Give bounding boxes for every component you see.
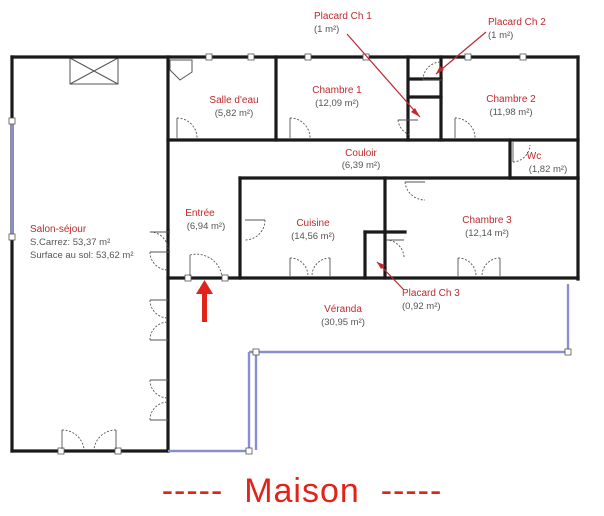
callout-placard1-arrowhead bbox=[411, 108, 420, 117]
room-entree-name: Entrée bbox=[185, 208, 215, 219]
room-salle-eau-area: (5,82 m²) bbox=[215, 108, 254, 119]
callout-placard3-name: Placard Ch 3 bbox=[402, 288, 460, 299]
entrance-arrow-icon bbox=[196, 280, 213, 322]
callout-placard2-arrowhead bbox=[436, 66, 444, 74]
callout-placard1-name: Placard Ch 1 bbox=[314, 11, 372, 22]
room-wc-area: (1,82 m²) bbox=[529, 164, 568, 175]
room-salle-eau-name: Salle d'eau bbox=[209, 95, 258, 106]
room-chambre2-area: (11,98 m²) bbox=[489, 107, 532, 118]
room-veranda-area: (30,95 m²) bbox=[321, 317, 365, 328]
callout-placard1-area: (1 m²) bbox=[314, 24, 339, 35]
room-couloir-name: Couloir bbox=[345, 148, 377, 159]
callout-placard2-name: Placard Ch 2 bbox=[488, 17, 546, 28]
room-chambre2-name: Chambre 2 bbox=[486, 94, 536, 105]
callout-placard1-arrow bbox=[346, 33, 421, 118]
room-chambre3-name: Chambre 3 bbox=[462, 215, 512, 226]
room-salon-surface: Surface au sol: 53,62 m² bbox=[30, 250, 134, 261]
room-chambre1-name: Chambre 1 bbox=[312, 85, 362, 96]
room-chambre3-area: (12,14 m²) bbox=[465, 228, 509, 239]
room-entree-area: (6,94 m²) bbox=[187, 221, 226, 232]
callout-placard3-arrowhead bbox=[377, 262, 385, 269]
room-chambre1-area: (12,09 m²) bbox=[315, 98, 359, 109]
room-salon-carrez: S.Carrez: 53,37 m² bbox=[30, 237, 110, 248]
interior-walls bbox=[166, 55, 580, 280]
window-markers bbox=[8, 53, 572, 455]
callout-placard2-area: (1 m²) bbox=[488, 30, 513, 41]
callout-placard2-arrow bbox=[435, 31, 487, 75]
veranda-glazing bbox=[10, 120, 570, 453]
callout-placard3-area: (0,92 m²) bbox=[402, 301, 441, 312]
room-wc-name: Wc bbox=[527, 151, 541, 162]
room-cuisine-name: Cuisine bbox=[296, 218, 330, 229]
room-cuisine-area: (14,56 m²) bbox=[291, 231, 335, 242]
room-couloir-area: (6,39 m²) bbox=[342, 160, 381, 171]
door-swings bbox=[61, 61, 531, 450]
room-veranda-name: Véranda bbox=[324, 304, 362, 315]
room-salon-name: Salon-séjour bbox=[30, 224, 87, 235]
skylight-cross-b bbox=[69, 57, 119, 85]
chimney-corner bbox=[169, 59, 193, 81]
page-title: ----- Maison ----- bbox=[161, 472, 443, 510]
